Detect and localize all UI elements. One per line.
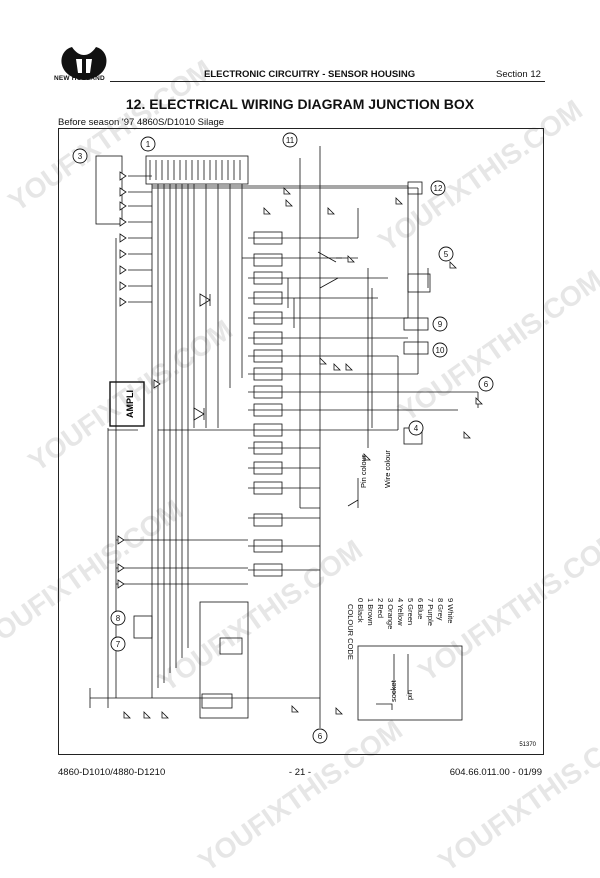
- callout-11-circle: [282, 132, 298, 148]
- header-section: Section 12: [496, 69, 541, 80]
- footer-page-number: - 21 -: [288, 767, 312, 778]
- ampli-label: AMPLI: [125, 390, 135, 418]
- connector-8-box: [133, 615, 153, 639]
- diode-icon: [199, 293, 211, 307]
- colour-code-item: 0 Black: [356, 598, 365, 623]
- sensor-element: [219, 637, 243, 655]
- sensor-panel: [199, 601, 249, 719]
- diagram-frame: [58, 128, 544, 755]
- callout-9-circle: [432, 316, 448, 332]
- horizontal-wires: [90, 175, 479, 699]
- switch-icon: [317, 251, 342, 263]
- callout-1: 1: [146, 140, 151, 149]
- callout-1-circle: [140, 136, 156, 152]
- colour-code-item: 6 Blue: [416, 598, 425, 619]
- wiring-diagram: 1 3 4 5 6 7 8 9 10 11 12 6 AMPLI Pin col…: [72, 132, 537, 748]
- header-title: ELECTRONIC CIRCUITRY - SENSOR HOUSING: [204, 69, 416, 80]
- inline-connectors: [253, 231, 283, 577]
- header-rule: [110, 81, 545, 82]
- colour-code-title: COLOUR CODE: [346, 604, 355, 660]
- callout-6b: 6: [318, 732, 323, 741]
- subtitle: Before season '97 4860S/D1010 Silage: [58, 117, 225, 128]
- new-holland-logo-icon: [61, 47, 107, 80]
- callout-3-circle: [72, 148, 88, 164]
- footer-model: 4860-D1010/4880-D1210: [58, 767, 166, 778]
- footer-document-code: 604.66.011.00 - 01/99: [449, 767, 542, 778]
- socket-pin-detail: [357, 645, 463, 721]
- connector-10-box: [403, 341, 429, 355]
- callout-6b-circle: [312, 728, 328, 744]
- colour-code-item: 3 Orange: [386, 598, 395, 629]
- colour-code-item: 4 Yellow: [396, 598, 405, 626]
- main-connector-pins: [149, 160, 241, 180]
- callout-4-circle: [408, 420, 424, 436]
- sensor-detail-box: [201, 693, 233, 709]
- main-connector: [145, 155, 249, 185]
- callout-8-circle: [110, 610, 126, 626]
- callout-5: 5: [444, 250, 449, 259]
- callout-6-circle: [478, 376, 494, 392]
- pin-label: pin: [405, 690, 414, 700]
- page-title: 12. ELECTRICAL WIRING DIAGRAM JUNCTION B…: [125, 96, 475, 112]
- connector-12-box: [407, 181, 423, 195]
- figure-number: 51370: [519, 742, 536, 748]
- callout-8: 8: [116, 614, 121, 623]
- colour-code-item: 7 Purple: [426, 598, 435, 626]
- callout-7: 7: [116, 640, 121, 649]
- callout-10: 10: [436, 346, 445, 355]
- wire-colour-label: Wire colour: [383, 450, 392, 488]
- callout-6: 6: [484, 380, 489, 389]
- callout-11: 11: [286, 136, 295, 145]
- colour-code-item: 9 White: [446, 598, 455, 623]
- switch-icon: [319, 277, 339, 289]
- bus-wires: [89, 146, 373, 728]
- ground-symbols: [117, 171, 483, 719]
- colour-code-item: 8 Grey: [436, 598, 445, 621]
- callout-10-circle: [432, 342, 448, 358]
- callout-3: 3: [78, 152, 83, 161]
- brand-name: NEW HOLLAND: [54, 75, 105, 82]
- colour-code-legend: COLOUR CODE 0 Black 1 Brown 2 Red 3 Oran…: [346, 598, 455, 660]
- socket-label: socket: [389, 679, 398, 702]
- colour-code-item: 5 Green: [406, 598, 415, 625]
- callout-5-circle: [438, 246, 454, 262]
- colour-code-item: 1 Brown: [366, 598, 375, 626]
- connector-3-block: [95, 155, 123, 225]
- ampli-box: [109, 381, 145, 427]
- diode-icon: [193, 407, 205, 421]
- callout-7-circle: [110, 636, 126, 652]
- callout-12-circle: [430, 180, 446, 196]
- connector-9-box: [403, 317, 429, 331]
- pin-colour-label: Pin colour: [359, 454, 368, 488]
- component-5-box: [407, 273, 431, 293]
- callout-12: 12: [434, 184, 443, 193]
- colour-code-item: 2 Red: [376, 598, 385, 618]
- callout-9: 9: [438, 320, 443, 329]
- callout-4: 4: [414, 424, 419, 433]
